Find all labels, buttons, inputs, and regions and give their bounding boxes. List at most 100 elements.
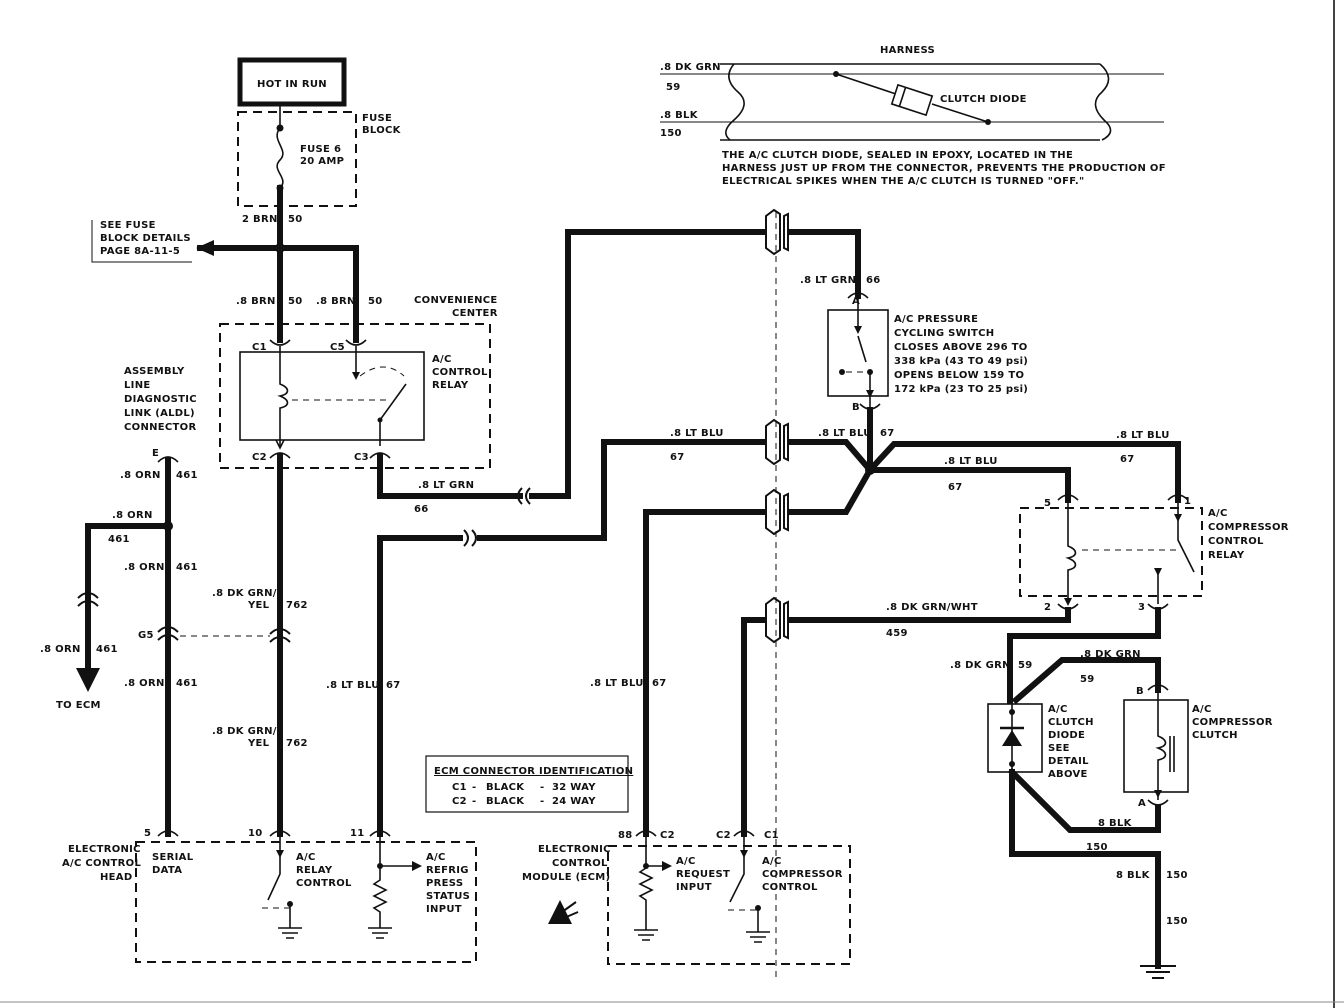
ground-icon-main <box>1140 965 1176 979</box>
conn-11-eac-icon <box>369 830 391 837</box>
eac-rc-1: A/C <box>296 852 316 863</box>
harness-diode-leads <box>835 73 989 123</box>
eac-label-1: ELECTRONIC <box>68 844 141 855</box>
wire-label-dkgrnwht: .8 DK GRN/WHT <box>886 602 978 613</box>
eac-rp-2: REFRIG <box>426 865 469 876</box>
wire-label-461e: 461 <box>176 678 198 689</box>
wire-label-66a: 66 <box>414 504 429 515</box>
ecm-id-c1: C1 <box>452 782 467 793</box>
wire-label-461a: 461 <box>176 470 198 481</box>
ecm-req-2: REQUEST <box>676 869 730 880</box>
comp-coil-arrow-icon <box>1064 598 1072 606</box>
conn-inline-orn-branch <box>77 592 99 607</box>
wire-ltblu-to-bulkhead <box>477 439 765 541</box>
aldl-label-5: CONNECTOR <box>124 422 196 433</box>
pin-c1-ecm: C1 <box>764 830 779 841</box>
wire-label-ltblu-f: .8 LT BLU <box>590 678 644 689</box>
conn-a-switch-icon <box>847 292 869 299</box>
clutch-coil-icon <box>1155 690 1167 800</box>
wire-label-8brn-a: .8 BRN <box>236 296 276 307</box>
contact-arrow-icon <box>352 372 360 380</box>
clutch-core <box>1169 736 1175 772</box>
conn-inline-66 <box>517 487 531 505</box>
conn-a-clutch-icon <box>1147 799 1169 806</box>
wire-label-50b: 50 <box>288 296 303 307</box>
ecm-label-3: MODULE (ECM) <box>522 872 610 883</box>
pin-11-eac: 11 <box>350 828 365 839</box>
wire-ltblu-to-relay-1 <box>865 441 1181 503</box>
wire-label-67c: 67 <box>880 428 895 439</box>
wire-ltblu-to-relay-5 <box>867 467 1071 503</box>
pin-88-ecm: 88 <box>618 830 633 841</box>
pressure-label-3: CLOSES ABOVE 296 TO <box>894 342 1028 353</box>
switch-bottom-arrow-icon <box>866 390 874 398</box>
wire-label-dkgrn-b: .8 DK GRN <box>1080 649 1141 660</box>
wire-label-67b: 67 <box>670 452 685 463</box>
wire-label-59a: 59 <box>1018 660 1033 671</box>
wire-label-461d: 461 <box>96 644 118 655</box>
eac-label-2: A/C CONTROL <box>62 858 141 869</box>
wire-label-8orn-d: .8 ORN <box>40 644 81 655</box>
pin-c2: C2 <box>252 452 267 463</box>
wire-label-ltblu-a: .8 LT BLU <box>326 680 380 691</box>
wire-brn-branch <box>197 245 359 343</box>
harness-note-2: HARNESS JUST UP FROM THE CONNECTOR, PREV… <box>722 163 1166 174</box>
eac-switch-arrow-icon <box>276 850 284 858</box>
wire-label-dkgrnyel-b1: .8 DK GRN/ <box>212 726 277 737</box>
fuse-block-label-1: FUSE <box>362 113 392 124</box>
ac-relay-label-3: RELAY <box>432 380 469 391</box>
wire-ltblu-ecm-to-splice <box>787 465 875 515</box>
eac-rp-3: PRESS <box>426 878 463 889</box>
pressure-label-2: CYCLING SWITCH <box>894 328 994 339</box>
aldl-label-4: LINK (ALDL) <box>124 408 195 419</box>
ac-relay-label-1: A/C <box>432 354 452 365</box>
eac-label-3: HEAD <box>100 872 132 883</box>
ac-control-relay-box <box>239 351 425 441</box>
clutch-label-3: CLUTCH <box>1192 730 1238 741</box>
wire-ltgrn-to-switch <box>787 229 861 299</box>
bulkhead-conn-67a <box>765 418 789 466</box>
ecm-id-dash-3: - <box>472 796 476 807</box>
pin-c2-ecm-b: C2 <box>716 830 731 841</box>
wire-label-67e: 67 <box>948 482 963 493</box>
wire-label-461c: 461 <box>176 562 198 573</box>
bulkhead-conn-459 <box>765 596 789 644</box>
comp-relay-label-2: COMPRESSOR <box>1208 522 1289 533</box>
wire-dkgrn-to-clutch <box>1011 657 1161 705</box>
wire-ltgrn-to-bulkhead <box>529 229 765 499</box>
pin-a-switch: A <box>852 296 860 307</box>
bulkhead-conn-67b <box>765 488 789 536</box>
see-fuse-bracket <box>91 220 192 263</box>
wire-label-461b: 461 <box>108 534 130 545</box>
fuse-block-outline <box>237 111 357 207</box>
relay-arc <box>359 366 405 377</box>
eac-input-arrow-icon <box>412 861 422 871</box>
conn-88-ecm-icon <box>635 830 657 837</box>
eac-rp-4: STATUS <box>426 891 470 902</box>
pin-g5: G5 <box>138 630 154 641</box>
ground-icon-ecm-1 <box>634 929 658 941</box>
coil-arrow <box>275 439 285 450</box>
harness-label-150: 150 <box>660 128 682 139</box>
pressure-label-5: OPENS BELOW 159 TO <box>894 370 1024 381</box>
wire-ltblu-ecm-request <box>643 509 765 837</box>
see-fuse-label-1: SEE FUSE <box>100 220 156 231</box>
wire-label-ltblu-b: .8 LT BLU <box>670 428 724 439</box>
wire-label-459: 459 <box>886 628 908 639</box>
wire-label-blk-b: 8 BLK <box>1116 870 1151 881</box>
eac-relay-switch <box>267 834 281 901</box>
switch-contact-left <box>839 369 845 375</box>
convenience-label-1: CONVENIENCE <box>414 295 498 306</box>
conn-c1-icon <box>269 339 291 346</box>
to-ecm-label: TO ECM <box>56 700 101 711</box>
fuse-icon <box>276 127 284 189</box>
clutch-arrow-icon <box>1154 790 1162 798</box>
ecm-id-c2: C2 <box>452 796 467 807</box>
wire-label-dkgrnyel-b2: YEL <box>247 738 270 749</box>
wire-label-150c: 150 <box>1166 916 1188 927</box>
pin-b-switch: B <box>852 402 860 413</box>
diode-label-3: DIODE <box>1048 730 1085 741</box>
wire-label-dkgrnyel-a2: YEL <box>247 600 270 611</box>
comp-out-arrow-icon <box>1154 568 1162 576</box>
